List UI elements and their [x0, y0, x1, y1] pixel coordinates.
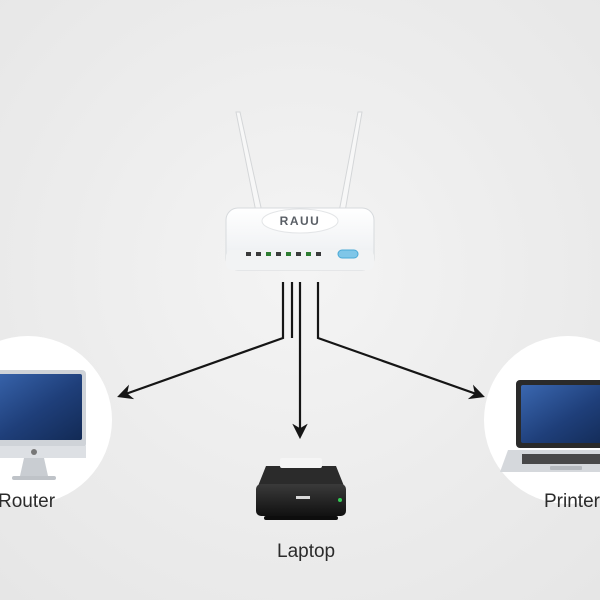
left-device-node [0, 336, 112, 504]
desktop-monitor-icon [0, 370, 86, 480]
arrow-to-right-device [316, 282, 485, 400]
router-status-light [337, 249, 359, 259]
label-bottom-device: Laptop [277, 541, 336, 562]
label-left-device: Router [0, 491, 56, 512]
router-badge-text: RAUU [280, 214, 321, 228]
label-right-device: Printer [544, 491, 600, 512]
laptop-icon [500, 380, 600, 472]
right-device-node [484, 336, 600, 504]
arrow-to-left-device [117, 282, 285, 400]
printer-icon [256, 458, 346, 520]
router-leds [246, 252, 321, 256]
router-icon: RAUU [225, 111, 375, 271]
connector-lines [117, 282, 485, 440]
